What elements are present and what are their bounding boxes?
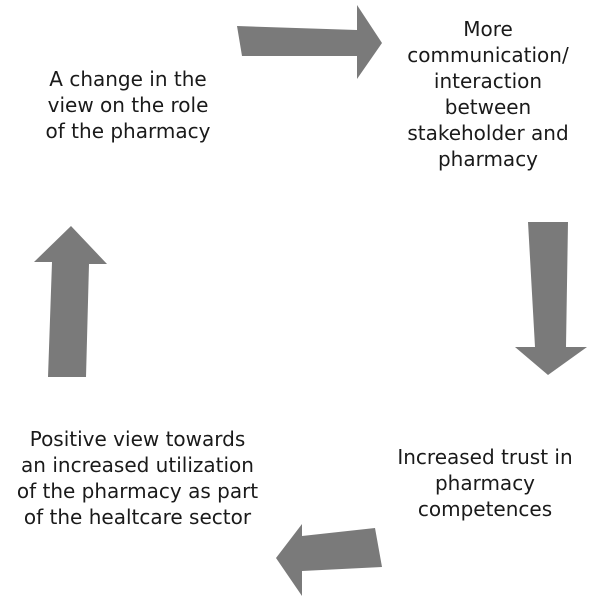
node-line: an increased utilization [21, 453, 254, 477]
node-line: of the healtcare sector [23, 505, 252, 529]
node-line: A change in the [49, 67, 207, 91]
node-line: Increased trust in [397, 445, 573, 469]
node-communication: More communication/ interaction between … [383, 16, 593, 172]
node-line: view on the role [47, 93, 209, 117]
arrow-right-down [515, 222, 587, 375]
node-line: of the pharmacy as part [16, 479, 259, 503]
node-line: of the pharmacy [45, 119, 211, 143]
node-line: interaction [433, 69, 543, 93]
node-line: Positive view towards [29, 427, 246, 451]
arrow-top-right [237, 5, 382, 79]
node-line: stakeholder and [407, 121, 569, 145]
arrow-bottom-left [276, 524, 382, 596]
node-line: communication/ [407, 43, 569, 67]
node-line: pharmacy [434, 471, 536, 495]
node-positive-view: Positive view towards an increased utili… [0, 426, 275, 530]
arrow-left-up [34, 226, 107, 377]
node-line: More [463, 17, 513, 41]
node-line: competences [417, 497, 553, 521]
node-line: between [444, 95, 532, 119]
node-line: pharmacy [437, 147, 539, 171]
node-increased-trust: Increased trust in pharmacy competences [380, 444, 590, 522]
node-role-of-pharmacy: A change in the view on the role of the … [18, 66, 238, 144]
